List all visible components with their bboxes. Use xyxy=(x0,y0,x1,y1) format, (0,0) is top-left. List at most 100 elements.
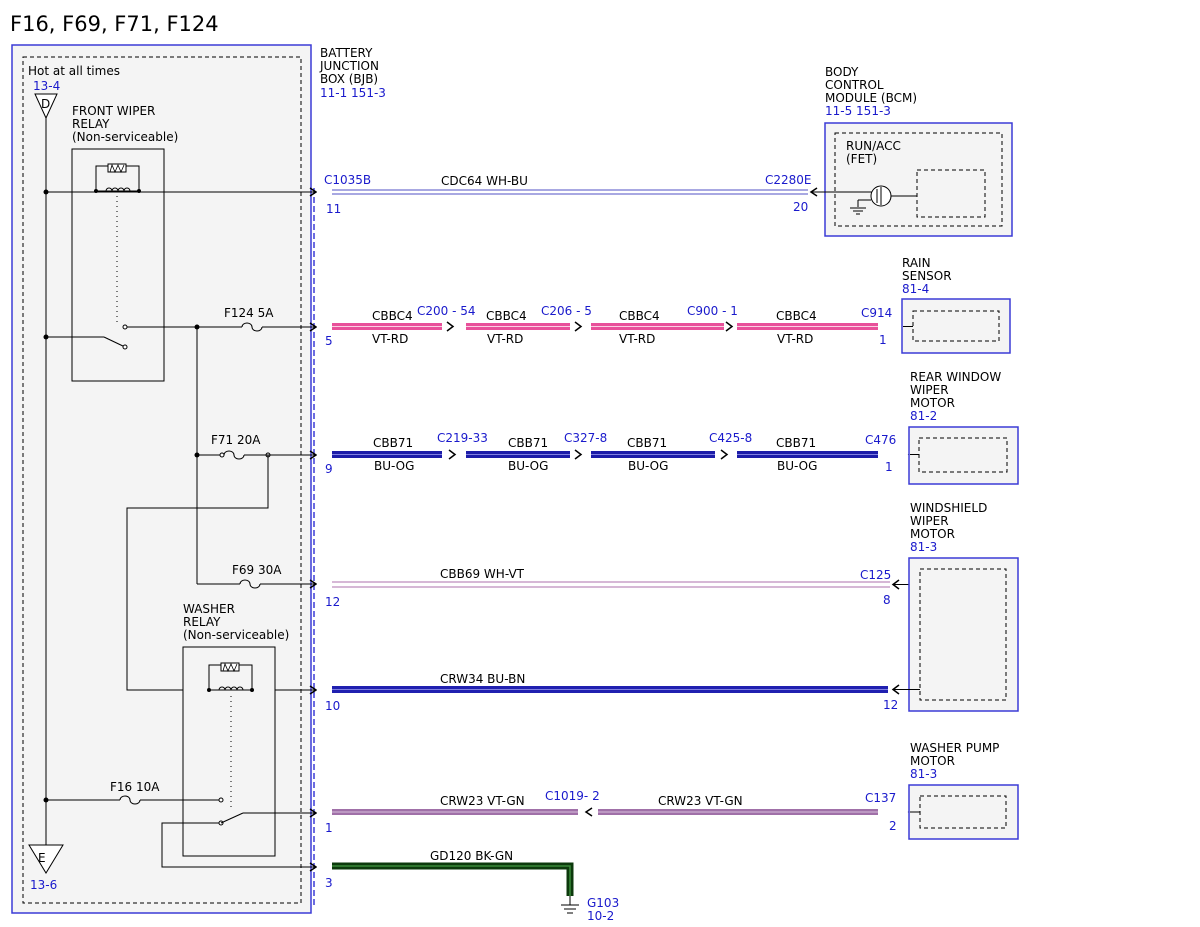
crw23-bjb-pin: 1 xyxy=(325,821,333,835)
crw23-inline: C1019- 2 xyxy=(545,789,600,803)
cbb69-label: CBB69 WH-VT xyxy=(440,567,525,581)
washer-relay-name-3: (Non-serviceable) xyxy=(183,628,289,642)
bottom-letter: E xyxy=(38,851,46,865)
cbb71-inline-2: C327-8 xyxy=(564,431,607,445)
fet-symbol xyxy=(811,185,917,215)
cbb71-inline-3: C425-8 xyxy=(709,431,752,445)
ws-wiper-name-2: WIPER xyxy=(910,514,949,528)
front-relay-name-3: (Non-serviceable) xyxy=(72,130,178,144)
crw23-label-1: CRW23 VT-GN xyxy=(440,794,525,808)
rain-sensor-box xyxy=(901,298,1011,354)
front-relay-name-2: RELAY xyxy=(72,117,110,131)
cbb71-seg3-color: BU-OG xyxy=(628,459,668,473)
rain-sensor-name-1: RAIN xyxy=(902,256,931,270)
gd120-label: GD120 BK-GN xyxy=(430,849,513,863)
page-title: F16, F69, F71, F124 xyxy=(10,12,219,36)
cbbc4-inline-1: C200 - 54 xyxy=(417,304,476,318)
bcm-inner-1: RUN/ACC xyxy=(846,139,901,153)
wire-gd120 xyxy=(332,862,574,896)
cbb69-end-connector: C125 xyxy=(860,568,891,582)
splice-dot xyxy=(43,189,49,195)
inline-chevron xyxy=(720,449,729,460)
washer-pump-ref: 81-3 xyxy=(910,767,937,781)
f71-terminal xyxy=(219,452,225,458)
front-relay-coil xyxy=(94,163,141,325)
cdc64-end-connector: C2280E xyxy=(765,173,812,187)
crw23-end-pin: 2 xyxy=(889,819,897,833)
wire-cbb71 xyxy=(332,451,878,458)
crw34-label: CRW34 BU-BN xyxy=(440,672,525,686)
cbb71-seg4-color: BU-OG xyxy=(777,459,817,473)
cdc64-bjb-pin: 11 xyxy=(326,202,341,216)
power-triangle-bottom xyxy=(28,844,64,874)
cbbc4-seg2-circuit: CBBC4 xyxy=(486,309,527,323)
fuse-f16 xyxy=(119,795,141,805)
bjb-inner-frame xyxy=(22,56,302,904)
ground-ref: 10-2 xyxy=(587,909,614,923)
crw23-label-2: CRW23 VT-GN xyxy=(658,794,743,808)
cbbc4-bjb-pin: 5 xyxy=(325,334,333,348)
washer-pump-box xyxy=(908,784,1019,840)
splice-dot xyxy=(194,452,200,458)
rain-sensor-name-2: SENSOR xyxy=(902,269,952,283)
splice-dot xyxy=(43,797,49,803)
gd120-internal xyxy=(161,822,316,867)
wire-crw34 xyxy=(332,686,888,693)
cbbc4-seg4-circuit: CBBC4 xyxy=(776,309,817,323)
rear-wiper-box xyxy=(908,426,1019,485)
wire-gd120-stripe xyxy=(332,865,571,896)
fuse-f71-label: F71 20A xyxy=(211,433,261,447)
cbb71-seg4-circuit: CBB71 xyxy=(776,436,816,450)
bcm-inner-box xyxy=(834,132,1003,227)
front-relay-name-1: FRONT WIPER xyxy=(72,104,155,118)
washer-pump-name-1: WASHER PUMP xyxy=(910,741,999,755)
rear-wiper-name-3: MOTOR xyxy=(910,396,955,410)
washer-relay-name-2: RELAY xyxy=(183,615,221,629)
crw23-end-connector: C137 xyxy=(865,791,896,805)
bcm-name-1: BODY xyxy=(825,65,859,79)
cbb69-end-pin: 8 xyxy=(883,593,891,607)
front-relay-switch xyxy=(103,336,126,348)
bcm-fet-box xyxy=(916,169,986,218)
hot-label: Hot at all times xyxy=(28,64,120,78)
bjb-name-2: JUNCTION xyxy=(319,59,379,73)
front-relay-box xyxy=(71,148,165,382)
top-letter: D xyxy=(41,97,50,111)
fuse-f124-label: F124 5A xyxy=(224,306,274,320)
cdc64-label: CDC64 WH-BU xyxy=(441,174,528,188)
cbb71-seg3-circuit: CBB71 xyxy=(627,436,667,450)
rear-wiper-name-2: WIPER xyxy=(910,383,949,397)
cdc64-bjb-connector: C1035B xyxy=(324,173,371,187)
front-relay-nc-contact xyxy=(122,344,128,350)
cbb71-inline-1: C219-33 xyxy=(437,431,488,445)
inline-chevron xyxy=(584,807,593,817)
cdc64-end-pin: 20 xyxy=(793,200,808,214)
gd120-bjb-pin: 3 xyxy=(325,876,333,890)
fuse-f69 xyxy=(239,579,261,589)
power-triangle-top xyxy=(34,93,58,120)
inline-chevron xyxy=(448,449,457,460)
ground-symbol xyxy=(561,896,579,914)
bcm-ref: 11-5 151-3 xyxy=(825,104,891,118)
cbb71-end-connector: C476 xyxy=(865,433,896,447)
bottom-ref: 13-6 xyxy=(30,878,57,892)
washer-relay-switch xyxy=(220,812,244,824)
bjb-name-3: BOX (BJB) xyxy=(320,72,378,86)
cbb71-seg2-circuit: CBB71 xyxy=(508,436,548,450)
cbb71-seg1-color: BU-OG xyxy=(374,459,414,473)
cbbc4-seg1-color: VT-RD xyxy=(372,332,408,346)
fuse-f69-label: F69 30A xyxy=(232,563,282,577)
wire-crw23 xyxy=(332,809,878,815)
washer-pump-name-2: MOTOR xyxy=(910,754,955,768)
cbb71-bjb-pin: 9 xyxy=(325,462,333,476)
inline-chevron xyxy=(574,321,583,332)
fuse-f71 xyxy=(223,450,245,460)
wire-cbb69 xyxy=(332,581,890,588)
cbbc4-inline-3: C900 - 1 xyxy=(687,304,738,318)
bjb-ref: 11-1 151-3 xyxy=(320,86,386,100)
washer-relay-box xyxy=(182,646,276,857)
ws-wiper-ref: 81-3 xyxy=(910,540,937,554)
cbbc4-seg2-color: VT-RD xyxy=(487,332,523,346)
crw34-end-pin: 12 xyxy=(883,698,898,712)
